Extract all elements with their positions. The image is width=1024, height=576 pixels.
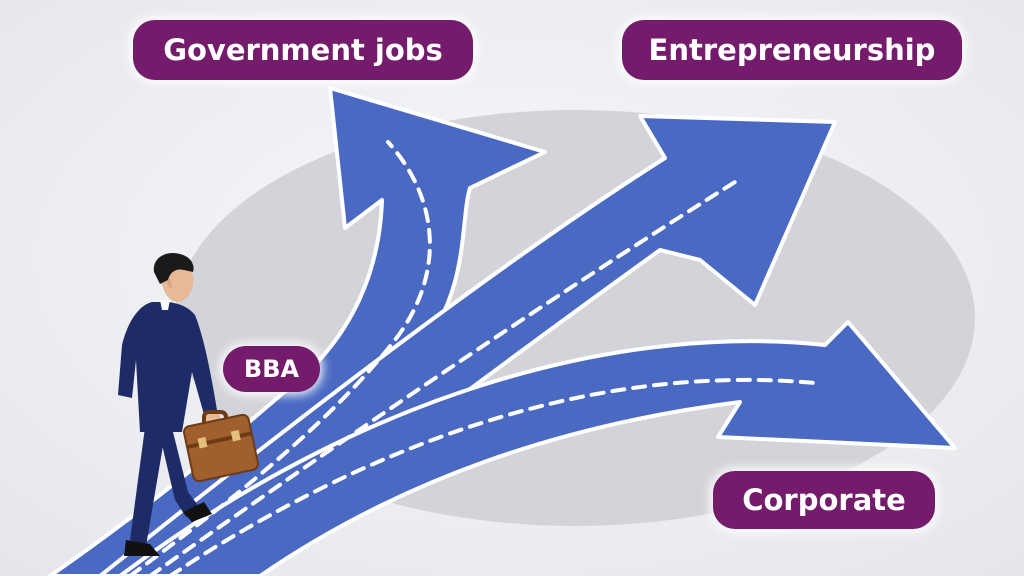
front-shoe xyxy=(183,502,212,522)
back-shoe xyxy=(124,540,160,556)
road-arrow-corporate xyxy=(118,320,957,576)
label-bba: BBA xyxy=(223,346,320,392)
briefcase-icon xyxy=(183,410,259,483)
label-entrepreneurship: Entrepreneurship xyxy=(622,20,962,80)
businessman-walking-icon xyxy=(118,252,259,556)
hair xyxy=(153,252,194,284)
front-leg xyxy=(160,420,200,517)
label-corporate: Corporate xyxy=(713,471,935,529)
briefcase-latch-right xyxy=(230,429,241,442)
ear xyxy=(167,278,172,288)
road-dashes xyxy=(128,140,817,576)
label-government-jobs: Government jobs xyxy=(133,20,473,80)
briefcase-body xyxy=(183,413,259,483)
jacket xyxy=(118,302,218,432)
arrow-roads xyxy=(48,86,957,576)
dash-line-corporate xyxy=(168,378,817,576)
back-leg xyxy=(130,420,166,546)
collar xyxy=(160,300,170,310)
dash-line-entrepreneurship xyxy=(148,180,737,576)
briefcase-latch-left xyxy=(197,437,208,449)
dash-line-government-jobs xyxy=(128,140,432,576)
